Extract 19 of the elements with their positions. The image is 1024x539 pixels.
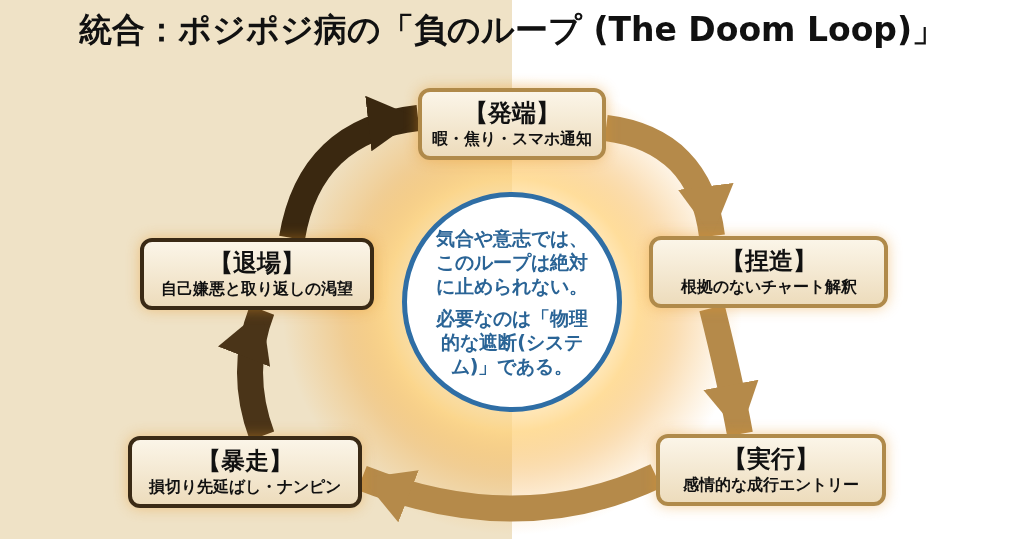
stage-description: 損切り先延ばし・ナンピン	[149, 476, 341, 498]
title: 統合：ポジポジ病の「負のループ (The Doom Loop)」	[77, 9, 947, 51]
stage-heading: 【暴走】	[197, 446, 293, 476]
stage-heading: 【退場】	[209, 248, 305, 278]
message-text: 気合や意志では、このループは絶対に止められない。	[435, 226, 589, 298]
curved-arrow	[279, 97, 420, 241]
stage-description: 自己嫌悪と取り返しの渇望	[161, 278, 353, 300]
stage-description: 暇・焦り・スマホ通知	[432, 128, 592, 150]
stage-description: 根拠のないチャート解釈	[680, 276, 857, 298]
stage-box	[128, 436, 362, 508]
stage-box	[649, 236, 888, 308]
stage-heading: 【実行】	[723, 444, 819, 474]
stage-box	[656, 434, 886, 506]
stage-heading: 【捏造】	[720, 246, 817, 276]
stage-heading: 【発端】	[464, 98, 560, 128]
stage-description: 感情的な成行エントリー	[683, 474, 859, 496]
stage-box	[418, 88, 606, 160]
stage-box	[140, 238, 374, 310]
message-text: 必要なのは「物理的な遮断(システム)」である。	[435, 306, 589, 378]
